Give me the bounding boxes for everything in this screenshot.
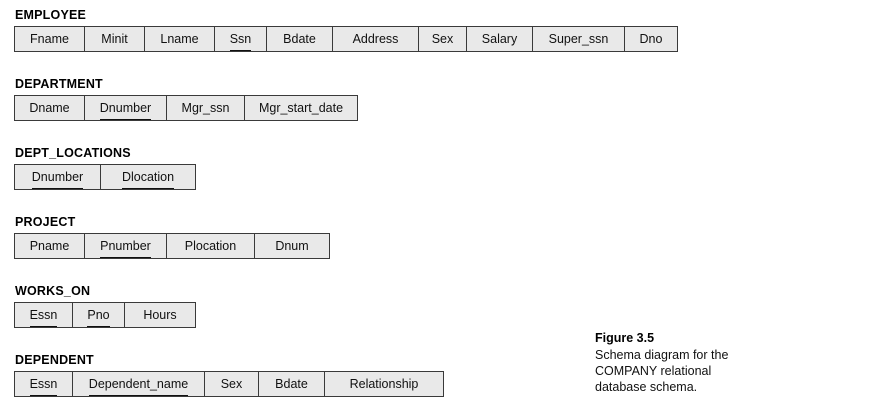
attribute-cell-employee-bdate[interactable]: Bdate xyxy=(267,27,333,51)
attribute-cell-works_on-hours[interactable]: Hours xyxy=(125,303,195,327)
figure-caption-line-2: COMPANY relational xyxy=(595,364,712,378)
attribute-cell-employee-ssn[interactable]: Ssn xyxy=(215,27,267,51)
attribute-cell-employee-super_ssn[interactable]: Super_ssn xyxy=(533,27,625,51)
attribute-cell-project-pname[interactable]: Pname xyxy=(15,234,85,258)
attribute-label: Bdate xyxy=(275,377,308,391)
attribute-cell-employee-minit[interactable]: Minit xyxy=(85,27,145,51)
attribute-cell-dept_locations-dnumber[interactable]: Dnumber xyxy=(15,165,101,189)
attribute-cell-dependent-relationship[interactable]: Relationship xyxy=(325,372,443,396)
attribute-cell-employee-sex[interactable]: Sex xyxy=(419,27,467,51)
attribute-row-employee: Fname Minit Lname Ssn Bdate Address Sex Salary S… xyxy=(14,26,678,52)
attribute-cell-dependent-dependent_name[interactable]: Dependent_name xyxy=(73,372,205,396)
attribute-row-department: Dname Dnumber Mgr_ssn Mgr_start_date xyxy=(14,95,358,121)
relation-name-project: PROJECT xyxy=(15,215,76,229)
attribute-label: Ssn xyxy=(229,28,252,51)
relation-dependent: DEPENDENT Essn Dependent_name Sex Bdate Relat… xyxy=(14,353,444,397)
attribute-label: Pnumber xyxy=(100,235,151,258)
attribute-label: Dno xyxy=(639,32,663,46)
figure-caption-line-1: Schema diagram for the xyxy=(595,348,729,362)
attribute-label: Dnumber xyxy=(99,97,152,120)
attribute-label: Address xyxy=(352,32,399,46)
attribute-label: Dnumber xyxy=(31,166,84,189)
attribute-row-project: Pname Pnumber Plocation Dnum xyxy=(14,233,330,259)
attribute-label: Minit xyxy=(101,32,128,46)
attribute-cell-project-dnum[interactable]: Dnum xyxy=(255,234,329,258)
attribute-cell-employee-dno[interactable]: Dno xyxy=(625,27,677,51)
attribute-label: Mgr_start_date xyxy=(258,101,344,115)
attribute-label: Essn xyxy=(29,373,58,396)
attribute-label: Dependent_name xyxy=(88,373,189,396)
attribute-label: Essn xyxy=(29,304,58,327)
attribute-label: Plocation xyxy=(184,239,237,253)
attribute-cell-dependent-bdate[interactable]: Bdate xyxy=(259,372,325,396)
attribute-label: Pname xyxy=(29,239,70,253)
attribute-cell-employee-fname[interactable]: Fname xyxy=(15,27,85,51)
relation-name-works_on: WORKS_ON xyxy=(15,284,91,298)
attribute-cell-department-mgr_ssn[interactable]: Mgr_ssn xyxy=(167,96,245,120)
attribute-label: Fname xyxy=(30,32,69,46)
attribute-cell-dependent-essn[interactable]: Essn xyxy=(15,372,73,396)
attribute-cell-department-dname[interactable]: Dname xyxy=(15,96,85,120)
attribute-label: Pno xyxy=(87,304,110,327)
attribute-label: Lname xyxy=(160,32,199,46)
relation-name-dependent: DEPENDENT xyxy=(15,353,94,367)
attribute-label: Dnum xyxy=(275,239,309,253)
figure-caption: Figure 3.5 Schema diagram for the COMPAN… xyxy=(595,330,805,395)
attribute-cell-project-pnumber[interactable]: Pnumber xyxy=(85,234,167,258)
attribute-row-dependent: Essn Dependent_name Sex Bdate Relationship xyxy=(14,371,444,397)
relation-dept_locations: DEPT_LOCATIONS Dnumber Dlocation xyxy=(14,146,196,190)
relation-name-dept_locations: DEPT_LOCATIONS xyxy=(15,146,131,160)
attribute-cell-project-plocation[interactable]: Plocation xyxy=(167,234,255,258)
attribute-label: Sex xyxy=(220,377,243,391)
attribute-cell-employee-salary[interactable]: Salary xyxy=(467,27,533,51)
relation-name-department: DEPARTMENT xyxy=(15,77,103,91)
relation-name-employee: EMPLOYEE xyxy=(15,8,87,22)
attribute-label: Hours xyxy=(143,308,177,322)
attribute-cell-employee-lname[interactable]: Lname xyxy=(145,27,215,51)
attribute-cell-dept_locations-dlocation[interactable]: Dlocation xyxy=(101,165,195,189)
attribute-cell-works_on-essn[interactable]: Essn xyxy=(15,303,73,327)
attribute-cell-department-mgr_start_date[interactable]: Mgr_start_date xyxy=(245,96,357,120)
attribute-row-dept_locations: Dnumber Dlocation xyxy=(14,164,196,190)
relation-employee: EMPLOYEE Fname Minit Lname Ssn Bdate Address Se… xyxy=(14,8,678,52)
attribute-label: Super_ssn xyxy=(548,32,609,46)
attribute-cell-dependent-sex[interactable]: Sex xyxy=(205,372,259,396)
attribute-label: Relationship xyxy=(349,377,419,391)
attribute-label: Dname xyxy=(29,101,70,115)
attribute-cell-employee-address[interactable]: Address xyxy=(333,27,419,51)
attribute-label: Sex xyxy=(431,32,454,46)
relation-works_on: WORKS_ON Essn Pno Hours xyxy=(14,284,196,328)
figure-number: Figure 3.5 xyxy=(595,331,655,345)
attribute-label: Mgr_ssn xyxy=(181,101,230,115)
attribute-cell-department-dnumber[interactable]: Dnumber xyxy=(85,96,167,120)
relation-department: DEPARTMENT Dname Dnumber Mgr_ssn Mgr_start_d… xyxy=(14,77,358,121)
relation-project: PROJECT Pname Pnumber Plocation Dnum xyxy=(14,215,330,259)
figure-caption-line-3: database schema. xyxy=(595,380,698,394)
attribute-label: Dlocation xyxy=(121,166,175,189)
attribute-row-works_on: Essn Pno Hours xyxy=(14,302,196,328)
attribute-label: Bdate xyxy=(283,32,316,46)
attribute-label: Salary xyxy=(481,32,518,46)
attribute-cell-works_on-pno[interactable]: Pno xyxy=(73,303,125,327)
